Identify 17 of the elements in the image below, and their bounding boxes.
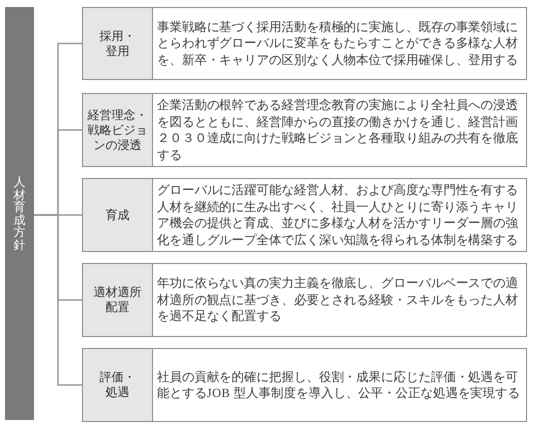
description-text: 事業戦略に基づく採用活動を積極的に実施し、既存の事業領域にとらわれずグローバルに変革をもたらすことができる多様な人材を、新卒・キャリアの区別なく人物本位で採用確保し、登用する: [157, 18, 519, 68]
policy-box: [82, 263, 527, 337]
heading-bar: 人材育成方針: [5, 7, 34, 420]
heading-cell: 育成: [83, 179, 153, 251]
description-text: 年功に依らない真の実力主義を徹底し、グローバルベースでの適材適所の観点に基づき、必要とされる経験・スキルをもった人材を過不足なく配置する: [157, 275, 519, 325]
heading-cell: 評価・処遇: [83, 349, 153, 421]
connector-line: [34, 214, 82, 386]
heading-cell: 採用・登用: [83, 8, 153, 79]
policy-box: [82, 7, 527, 80]
policy-box: [82, 178, 527, 252]
heading-cell: 適材適所配置: [83, 264, 153, 336]
heading-cell: 経営理念・戦略ビジョンの浸透: [83, 94, 153, 166]
policy-box: [82, 93, 527, 167]
description-text: 社員の貢献を的確に把握し、役割・成果に応じた評価・処遇を可能とするJOB 型人事制度を導入し、公平・公正な処遇を実現する: [157, 368, 522, 402]
description-text: グローバルに活躍可能な経営人材、および高度な専門性を有する人材を継続的に生み出すべく、社員一人ひとりに寄り添うキャリア機会の提供と育成、並びに多様な人材を活かすリーダー層の強化を通しグループ全体で広く深い知識を得られる体制を構築する: [157, 182, 519, 248]
policy-box: [82, 348, 527, 422]
description-text: 企業活動の根幹である経営理念教育の実施により全社員への浸透を図るとともに、経営陣からの直接の働きかけを通じ、経営計画２０３０達成に向けた戦略ビジョンと各種取り組みの共有を徹底する: [157, 97, 519, 163]
